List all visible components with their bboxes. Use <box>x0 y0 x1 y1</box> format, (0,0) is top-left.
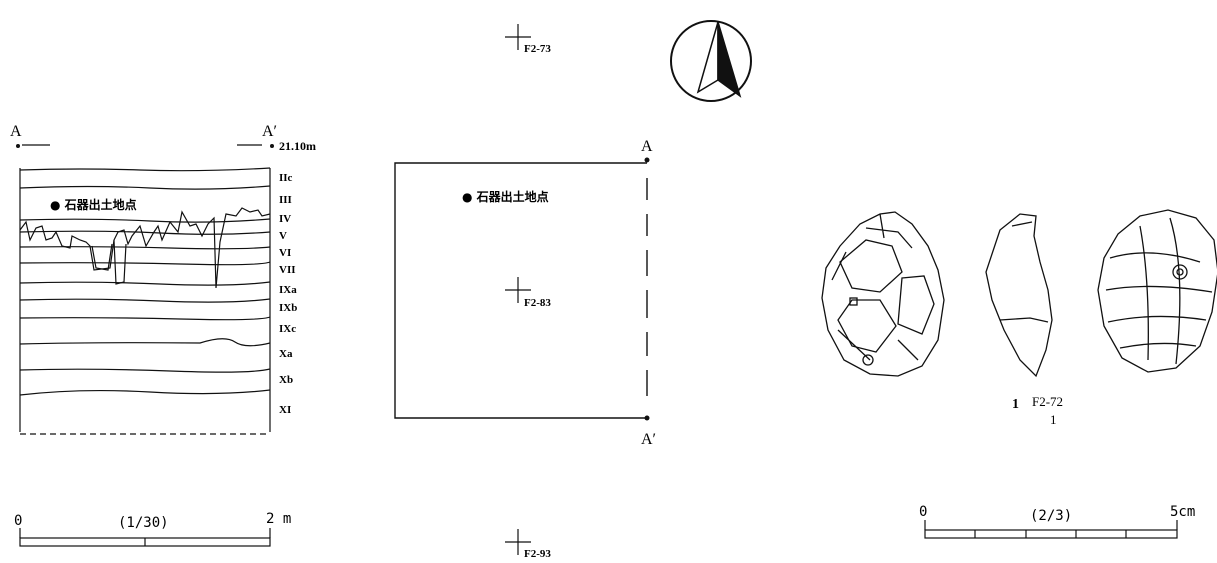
artifact-grid: F2-72 <box>1032 394 1063 409</box>
layer-label: VI <box>279 247 291 259</box>
north-arrow-icon <box>670 20 752 102</box>
layer-label: VII <box>279 264 296 276</box>
scale-left-end: 2 m <box>266 511 291 527</box>
layer-label: Xb <box>279 374 293 386</box>
scale-right-ratio: (2/3) <box>1030 508 1072 524</box>
layer-labels: IIc III IV V VI VII IXa IXb IXc Xa Xb XI <box>279 172 297 416</box>
scale-right-end: 5cm <box>1170 504 1195 520</box>
layer-label: XI <box>279 404 291 416</box>
plan-point-bottom <box>644 415 650 421</box>
scale-bar-right <box>924 520 1178 539</box>
plan-label-top: A <box>641 138 653 155</box>
layer-label: IXc <box>279 323 296 335</box>
section-point-right <box>270 144 274 148</box>
artifact-number: 1 <box>1012 397 1019 412</box>
layer-label: III <box>279 194 292 206</box>
section-label-left: A <box>10 123 22 140</box>
artifact-item: 1 <box>1050 412 1057 427</box>
grid-point-crosshair <box>505 24 531 555</box>
scale-right-start: 0 <box>919 504 927 520</box>
section-elevation: 21.10m <box>279 139 316 153</box>
section-point-left <box>16 144 20 148</box>
plan-point-top <box>644 157 650 163</box>
layer-label: IXb <box>279 302 297 314</box>
layer-label: IIc <box>279 172 293 184</box>
section-find-label: ● 石器出土地点 <box>50 197 137 212</box>
grid-label-top: F2-73 <box>524 43 551 55</box>
scale-bar-left <box>19 528 271 547</box>
artifact-drawing <box>821 209 1217 378</box>
grid-label-middle: F2-83 <box>524 297 551 309</box>
layer-label: V <box>279 230 287 242</box>
plan-find-label: ● 石器出土地点 <box>462 189 549 204</box>
grid-label-bottom: F2-93 <box>524 548 551 560</box>
plan-drawing <box>394 162 648 419</box>
layer-label: IV <box>279 213 291 225</box>
layer-label: IXa <box>279 284 297 296</box>
scale-left-start: 0 <box>14 513 22 529</box>
scale-left-ratio: (1/30) <box>118 515 169 531</box>
section-drawing <box>19 144 271 435</box>
section-label-right: A′ <box>262 123 277 140</box>
plan-label-bottom: A′ <box>641 431 656 448</box>
layer-label: Xa <box>279 348 293 360</box>
